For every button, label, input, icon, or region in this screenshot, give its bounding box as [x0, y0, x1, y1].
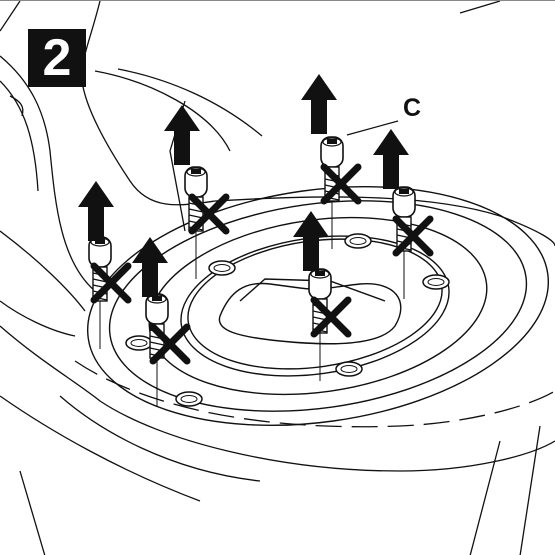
callout-label-c: C — [403, 94, 422, 122]
bolt-group-6 — [373, 129, 430, 300]
step-number-badge: 2 — [28, 29, 86, 87]
bolt-group-1 — [78, 181, 128, 350]
bolt-group-2 — [132, 237, 187, 407]
